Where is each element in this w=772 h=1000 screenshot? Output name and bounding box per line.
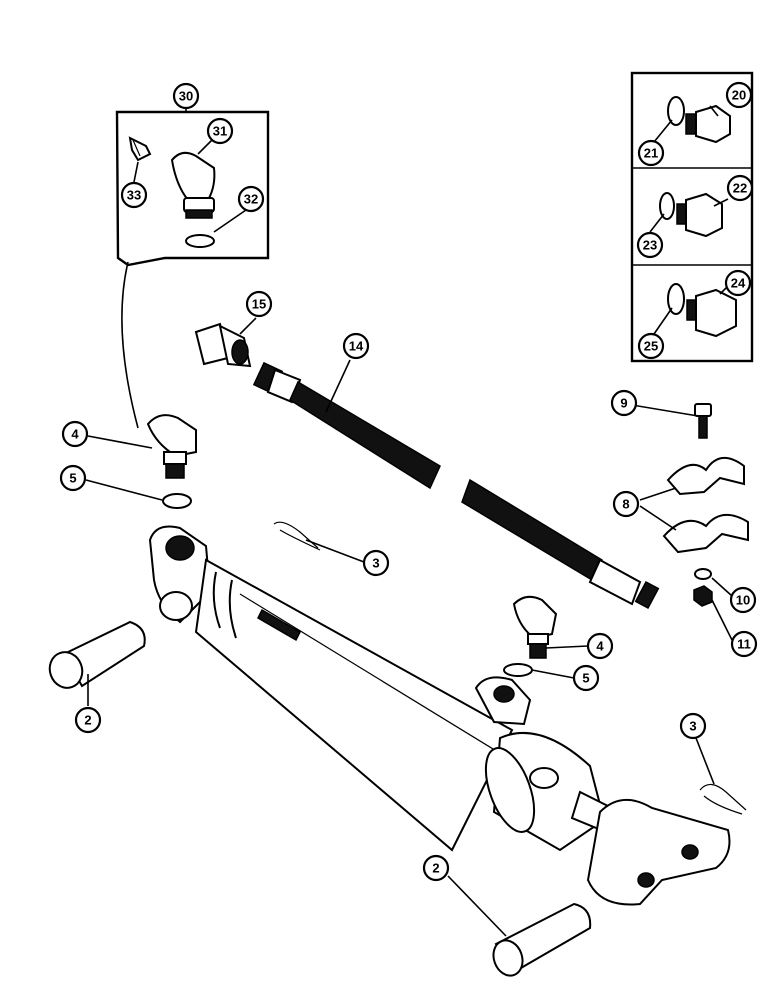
callout-11-label: 11 (737, 637, 751, 652)
adapter-22 (676, 192, 723, 238)
elbow-fitting-4-right (512, 595, 558, 659)
callout-33: 33 (120, 181, 148, 209)
coupler-15 (194, 322, 252, 368)
o-ring-21 (667, 96, 685, 126)
pin-2-left (48, 620, 146, 689)
callout-4-right: 4 (586, 632, 614, 660)
fitting-33 (128, 136, 152, 162)
o-ring-5-right (503, 663, 533, 677)
callout-9-label: 9 (620, 396, 627, 411)
hair-pin-3-upper (273, 521, 321, 551)
nut-11 (693, 585, 713, 607)
callout-31-label: 31 (213, 124, 227, 139)
callout-9: 9 (610, 389, 638, 417)
bolt-9 (694, 403, 712, 439)
o-ring-5-left (162, 493, 192, 509)
callout-8-label: 8 (622, 497, 629, 512)
callout-2-bottom: 2 (422, 854, 450, 882)
washer-10 (694, 568, 712, 580)
elbow-fitting-4-left (146, 414, 197, 479)
callout-25: 25 (637, 332, 665, 360)
callout-23: 23 (636, 231, 664, 259)
callout-14: 14 (342, 332, 370, 360)
hydraulic-cylinder (148, 525, 731, 906)
callout-3-upper: 3 (362, 549, 390, 577)
hair-pin-3-lower (699, 783, 747, 815)
callout-5-right: 5 (572, 664, 600, 692)
adapter-20 (685, 104, 731, 144)
callout-21: 21 (637, 139, 665, 167)
callout-10: 10 (729, 586, 757, 614)
callout-5-left: 5 (59, 464, 87, 492)
callout-10-label: 10 (736, 593, 750, 608)
callout-24-label: 24 (731, 276, 746, 291)
callout-20: 20 (725, 81, 753, 109)
adapter-panel (630, 71, 754, 363)
callout-31: 31 (206, 117, 234, 145)
callout-3-upper-label: 3 (372, 556, 379, 571)
callout-4-right-label: 4 (596, 639, 604, 654)
o-ring-23 (659, 192, 675, 220)
callout-14-label: 14 (349, 339, 364, 354)
pin-2-bottom (492, 902, 592, 977)
callout-32-label: 32 (244, 192, 258, 207)
o-ring-32 (185, 234, 215, 248)
callout-5-left-label: 5 (69, 471, 76, 486)
callout-25-label: 25 (644, 339, 658, 354)
adapter-24 (686, 288, 737, 338)
callout-23-label: 23 (643, 238, 657, 253)
callout-4-left: 4 (61, 420, 89, 448)
callout-8: 8 (612, 490, 640, 518)
callout-5-right-label: 5 (582, 671, 589, 686)
callout-15-label: 15 (252, 297, 266, 312)
callout-22-label: 22 (733, 181, 747, 196)
callout-22: 22 (726, 174, 754, 202)
clamps-8 (662, 457, 749, 554)
callout-2-left-label: 2 (84, 713, 91, 728)
callout-20-label: 20 (732, 88, 746, 103)
callout-2-bottom-label: 2 (432, 861, 439, 876)
callout-30-label: 30 (179, 89, 193, 104)
o-ring-25 (667, 283, 685, 315)
callout-4-left-label: 4 (71, 427, 79, 442)
callout-30: 30 (172, 82, 200, 110)
callout-33-label: 33 (127, 188, 141, 203)
callout-24: 24 (724, 269, 752, 297)
detail-box-30 (115, 110, 270, 429)
callout-15: 15 (245, 290, 273, 318)
leader-lines (85, 105, 733, 937)
callout-2-left: 2 (74, 706, 102, 734)
callout-3-lower: 3 (679, 712, 707, 740)
callout-11: 11 (730, 630, 758, 658)
elbow-fitting-31 (170, 151, 216, 219)
callout-21-label: 21 (644, 146, 658, 161)
callout-32: 32 (237, 185, 265, 213)
callout-3-lower-label: 3 (689, 719, 696, 734)
hydraulic-hose-14 (252, 361, 660, 610)
